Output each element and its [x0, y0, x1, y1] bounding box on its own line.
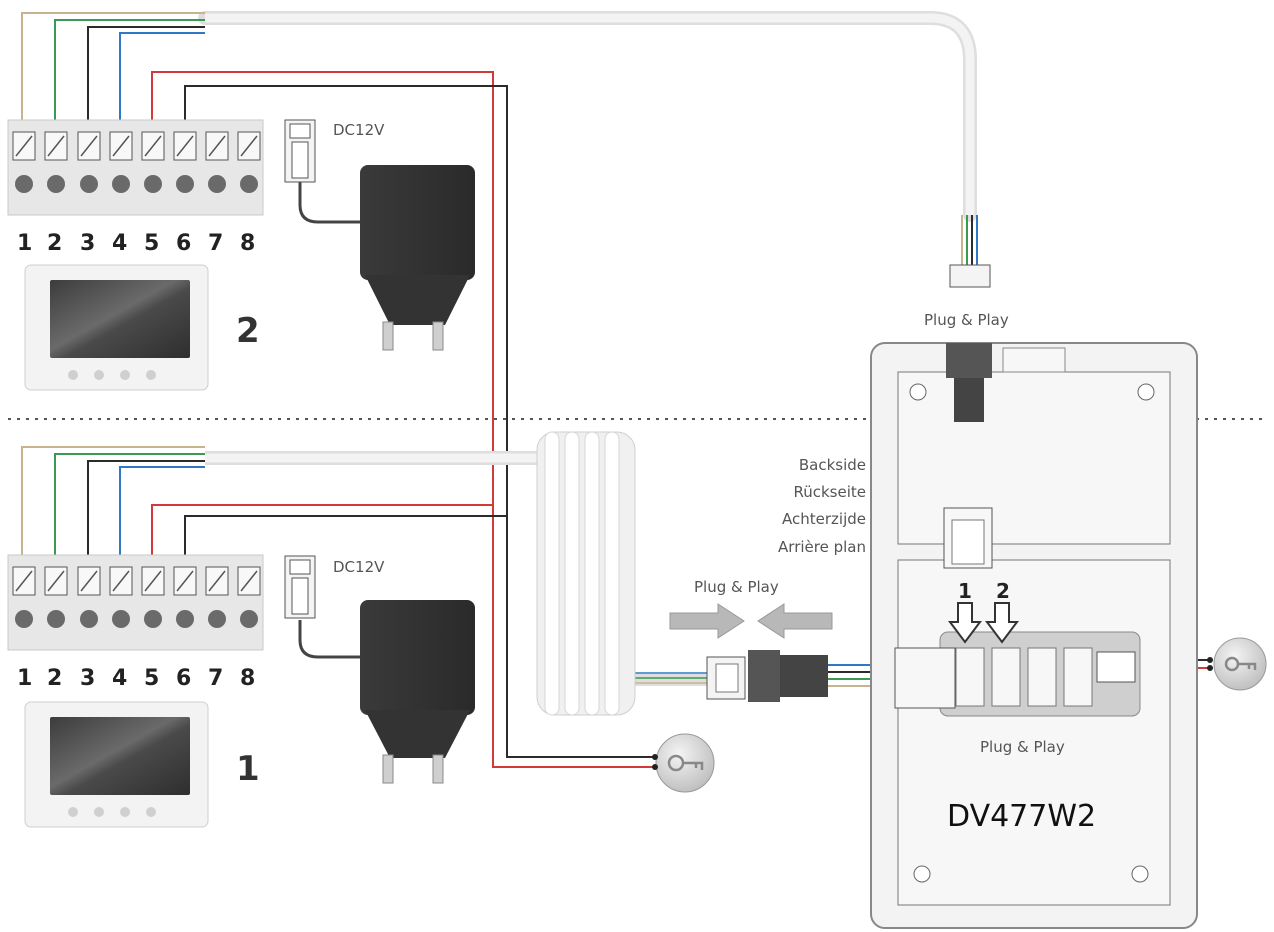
- terminal-block-1: [7, 554, 264, 651]
- terminal-block-2: [7, 119, 264, 216]
- outdoor-unit: [870, 342, 1198, 929]
- power-label: DC12V: [333, 558, 385, 576]
- terminal-number: 7: [208, 231, 223, 256]
- power-label: DC12V: [333, 121, 385, 139]
- top-plug-connector: [943, 264, 993, 569]
- arrow-icon: [948, 602, 982, 644]
- monitor-icon: [24, 264, 209, 391]
- terminal-number: 2: [47, 231, 62, 256]
- top-connector-label: Plug & Play: [924, 311, 1009, 329]
- key-release-icon: [652, 733, 715, 793]
- terminal-number: 5: [144, 231, 159, 256]
- terminal-number: 6: [176, 231, 191, 256]
- arrow-icon: [757, 603, 833, 639]
- channel-label: 1: [958, 579, 972, 603]
- backside-label: Rückseite: [793, 483, 866, 501]
- monitor-icon: [24, 701, 209, 828]
- terminal-number: 5: [144, 666, 159, 691]
- terminal-number: 4: [112, 666, 127, 691]
- backside-label: Backside: [799, 456, 866, 474]
- monitor-number: 1: [236, 749, 260, 789]
- model-label: DV477W2: [947, 799, 1096, 834]
- key-release-icon: [1207, 637, 1267, 691]
- arrow-icon: [985, 602, 1019, 644]
- terminal-number: 3: [80, 231, 95, 256]
- arrow-icon: [669, 603, 745, 639]
- terminal-number: 4: [112, 231, 127, 256]
- cable-connector: [706, 650, 828, 702]
- terminal-number: 1: [17, 231, 32, 256]
- terminal-number: 6: [176, 666, 191, 691]
- power-adapter-icon: [284, 119, 475, 351]
- terminal-number: 1: [17, 666, 32, 691]
- terminal-number: 2: [47, 666, 62, 691]
- terminal-number: 3: [80, 666, 95, 691]
- power-adapter-icon: [284, 555, 475, 784]
- terminal-number: 7: [208, 666, 223, 691]
- board-label: Plug & Play: [980, 738, 1065, 756]
- terminal-number: 8: [240, 666, 255, 691]
- circuit-board: [894, 631, 1141, 717]
- backside-labels: Backside Rückseite Achterzijde Arrière p…: [778, 456, 866, 556]
- terminal-numbers-1: 1 2 3 4 5 6 7 8: [17, 666, 255, 691]
- channel-label: 2: [996, 579, 1010, 603]
- terminal-number: 8: [240, 231, 255, 256]
- cable-connector-label: Plug & Play: [694, 578, 779, 596]
- terminal-numbers-2: 1 2 3 4 5 6 7 8: [17, 231, 255, 256]
- backside-label: Arrière plan: [778, 538, 866, 556]
- monitor-number: 2: [236, 311, 260, 351]
- cable-coil: [536, 431, 636, 716]
- backside-label: Achterzijde: [782, 510, 866, 528]
